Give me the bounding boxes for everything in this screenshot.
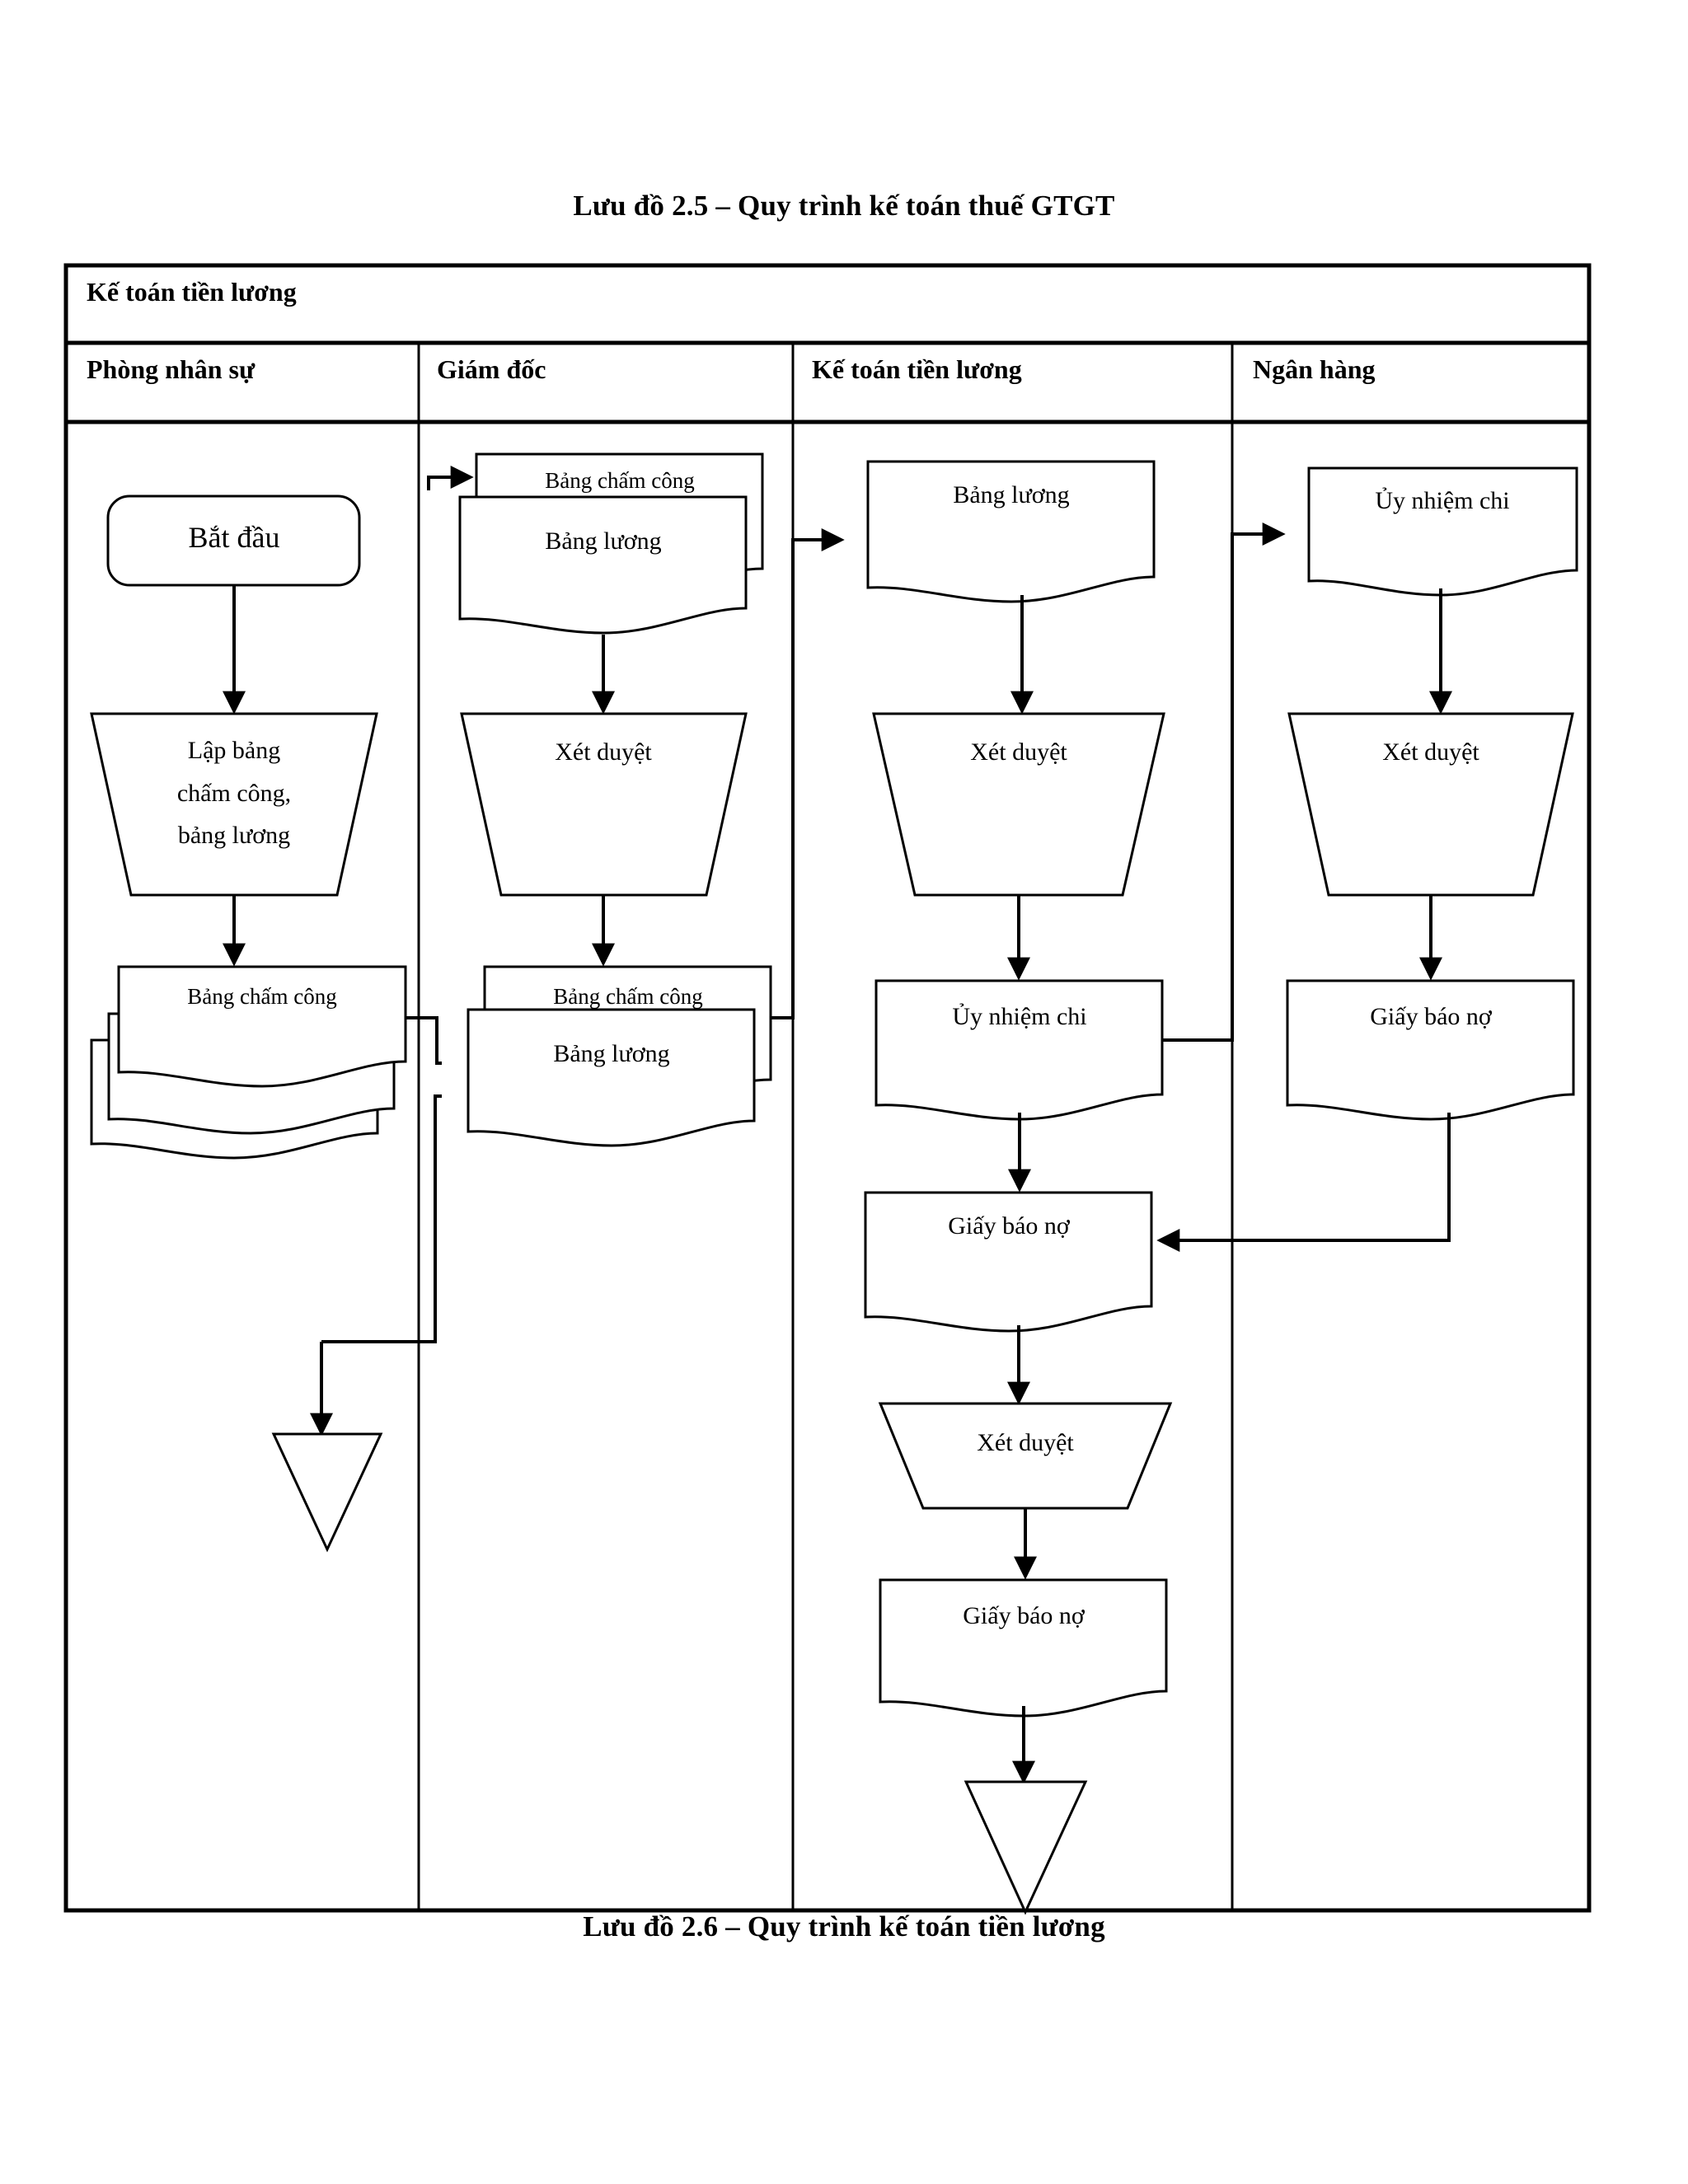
- node-c2-doc-bot-back-label: Bảng chấm công: [553, 984, 702, 1009]
- node-c3-doc-bang-luong-label: Bảng lương: [953, 481, 1069, 509]
- node-c3-xet-duyet-2: [878, 1402, 1173, 1510]
- node-bat-dau-label: Bắt đầu: [189, 521, 280, 554]
- conn-c1-doc-to-c2-doc: [406, 1016, 442, 1065]
- node-c4-giay-bao-no: [1286, 979, 1575, 1121]
- conn-c2-doc-to-c1-terminator: [321, 1094, 442, 1343]
- diagram-title: Kế toán tiền lương: [87, 277, 297, 307]
- node-c2-doc-bot-front-label: Bảng lương: [553, 1040, 669, 1067]
- node-c3-uy-nhiem-chi-label: Ủy nhiệm chi: [952, 1003, 1086, 1030]
- lane-label-ke-toan-tien-luong: Kế toán tiền lương: [812, 354, 1022, 384]
- node-c3-xet-duyet-2-label: Xét duyệt: [977, 1429, 1074, 1456]
- node-c2-doc-top-bang-luong: [458, 495, 748, 635]
- node-c2-xet-duyet-label: Xét duyệt: [555, 738, 652, 766]
- lane-label-phong-nhan-su: Phòng nhân sự: [87, 354, 256, 384]
- node-c4-xet-duyet: [1287, 712, 1574, 897]
- node-lap-bang-label-3: bảng lương: [178, 822, 290, 849]
- node-c4-xet-duyet-label: Xét duyệt: [1382, 738, 1479, 766]
- node-c3-giay-bao-no-2: [879, 1578, 1168, 1718]
- node-c3-uy-nhiem-chi: [874, 979, 1164, 1121]
- node-c4-giay-bao-no-label: Giấy báo nợ: [1370, 1003, 1493, 1030]
- node-c2-doc-top-front-label: Bảng lương: [545, 527, 661, 555]
- conn-c3-uynhiem-to-c4-uynhiem: [1162, 523, 1286, 1042]
- conn-c4-debit-to-c3-debit1: [1156, 1113, 1451, 1252]
- node-c3-xet-duyet-1-label: Xét duyệt: [970, 738, 1067, 766]
- node-c2-doc-bot-bang-luong: [467, 1008, 756, 1147]
- diagram-caption-top: Lưu đồ 2.5 – Quy trình kế toán thuế GTGT: [573, 190, 1115, 222]
- diagram-outer-frame: [63, 263, 1592, 1913]
- lane-label-giam-doc: Giám đốc: [437, 354, 546, 384]
- node-c3-doc-bang-luong: [866, 460, 1156, 603]
- node-c4-uy-nhiem-chi-label: Ủy nhiệm chi: [1375, 487, 1509, 514]
- node-lap-bang-label-2: chấm công,: [177, 780, 291, 807]
- lane-label-ngan-hang: Ngân hàng: [1253, 354, 1376, 384]
- node-lap-bang-label-1: Lập bảng: [188, 737, 280, 764]
- node-c3-giay-bao-no-1-label: Giấy báo nợ: [948, 1212, 1071, 1240]
- node-c1-doc-label: Bảng chấm công: [187, 984, 336, 1009]
- node-c1-doc-bang-cham-cong: [117, 965, 407, 1088]
- node-c2-xet-duyet: [460, 712, 748, 897]
- conn-c2-doc-to-c3-bang-luong: [771, 528, 845, 1019]
- node-c3-end-terminator: [964, 1780, 1088, 1915]
- diagram-caption-bottom: Lưu đồ 2.6 – Quy trình kế toán tiền lươn…: [583, 1910, 1105, 1943]
- node-c3-giay-bao-no-1: [864, 1191, 1153, 1333]
- node-c3-xet-duyet-1: [872, 712, 1165, 897]
- node-c1-end-terminator: [271, 1432, 383, 1553]
- node-c2-doc-top-back-label: Bảng chấm công: [545, 468, 694, 493]
- node-c3-giay-bao-no-2-label: Giấy báo nợ: [963, 1602, 1085, 1629]
- node-lap-bang-cham-cong: [90, 712, 378, 897]
- conn-into-c2-doc-top: [427, 466, 474, 490]
